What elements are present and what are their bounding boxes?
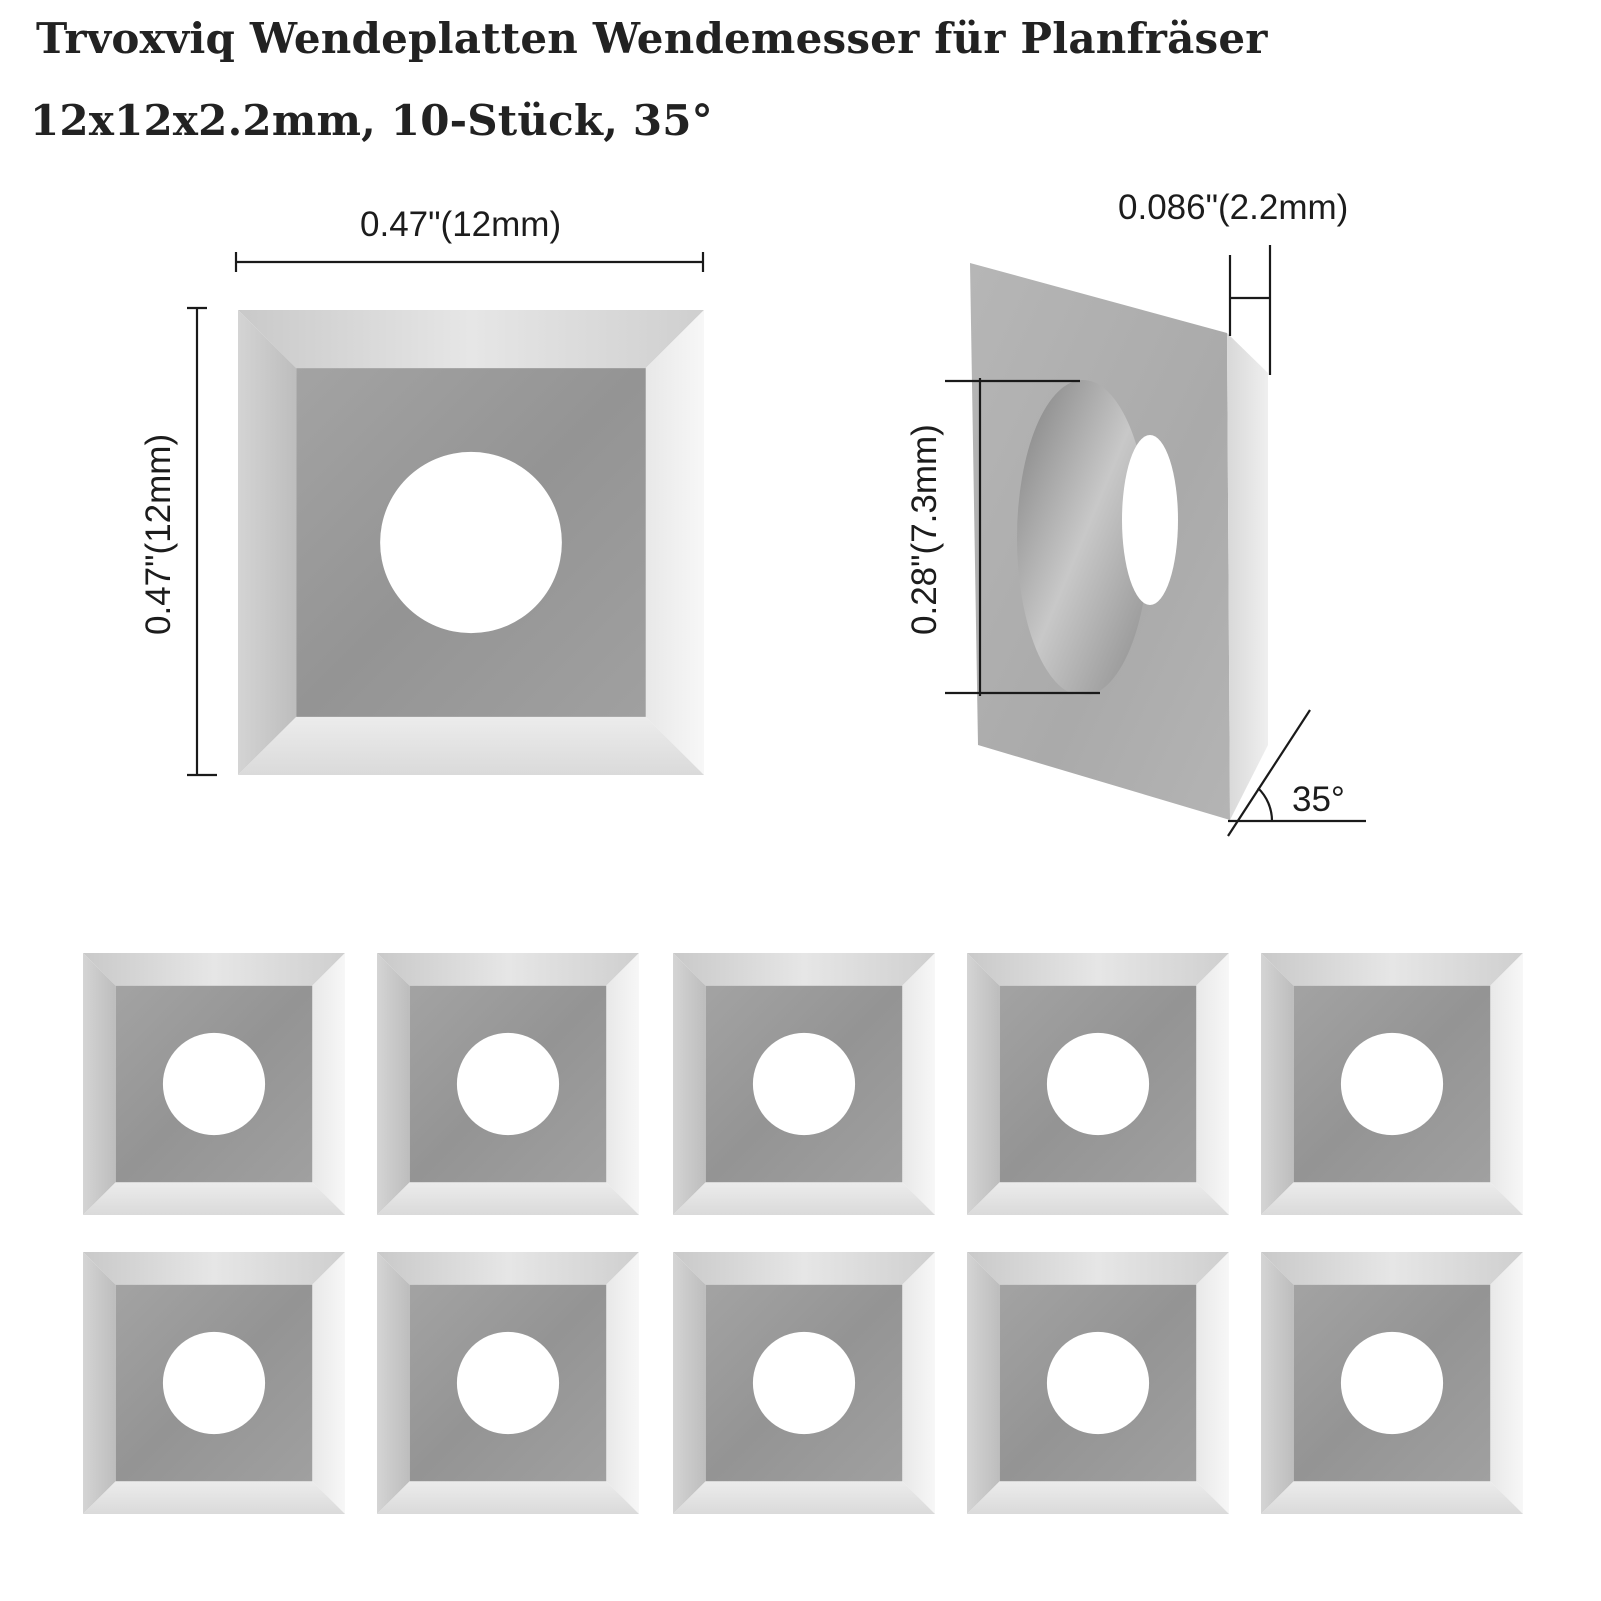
grid-insert	[1261, 1252, 1523, 1514]
insert-side-view	[970, 263, 1268, 820]
title-line-2: 12x12x2.2mm, 10-Stück, 35°	[30, 96, 713, 145]
grid-insert	[83, 1252, 345, 1514]
height-dimension-line	[187, 306, 217, 777]
title-line-1: Trvoxviq Wendeplatten Wendemesser für Pl…	[36, 14, 1268, 63]
grid-insert	[673, 953, 935, 1215]
angle-indicator	[1227, 709, 1366, 837]
width-dimension-line	[234, 252, 705, 272]
grid-insert	[967, 953, 1229, 1215]
hole-dimension-line	[945, 378, 1100, 696]
insert-grid	[83, 953, 1523, 1514]
thickness-dimension-line	[1228, 245, 1272, 375]
grid-insert	[673, 1252, 935, 1514]
width-dimension-label: 0.47"(12mm)	[360, 205, 562, 244]
grid-insert	[83, 953, 345, 1215]
insert-front-view	[238, 310, 704, 775]
grid-insert	[377, 1252, 639, 1514]
thickness-dimension-label: 0.086"(2.2mm)	[1118, 188, 1349, 227]
angle-dimension-label: 35°	[1292, 780, 1345, 819]
grid-insert	[1261, 953, 1523, 1215]
grid-insert	[967, 1252, 1229, 1514]
grid-insert	[377, 953, 639, 1215]
